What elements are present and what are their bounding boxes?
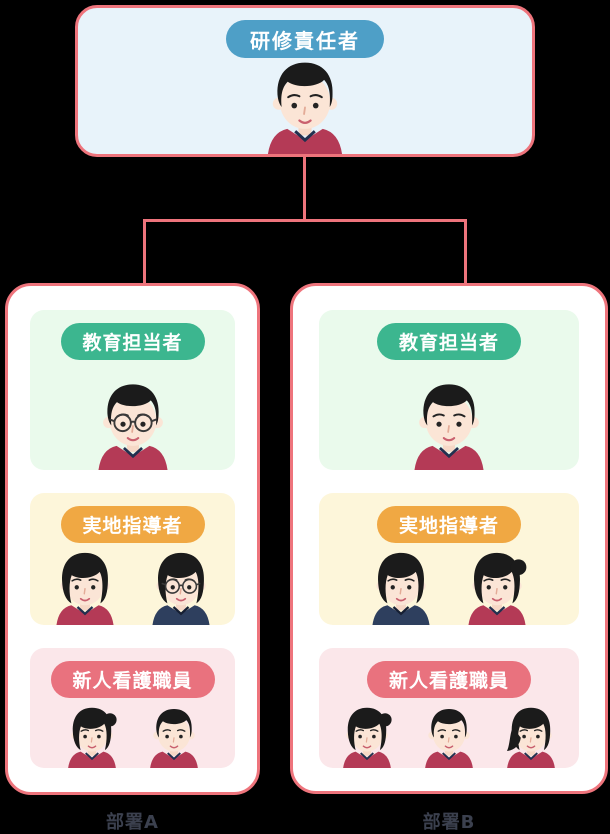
connector-dept-b-stem [464, 221, 467, 283]
man-red-avatar-icon [397, 367, 501, 470]
training-manager-avatar-row [78, 44, 532, 156]
dept-b-instructor-section: 実地指導者 [319, 493, 579, 625]
training-manager-pill: 研修責任者 [226, 20, 384, 58]
dept-a-label: 部署A [106, 812, 159, 833]
man-red-avatar-icon [413, 697, 485, 768]
dept-a-instructor-avatars [30, 540, 235, 625]
newstaff-pill: 新人看護職員 [50, 661, 215, 698]
dept-b-instructor-avatars [319, 540, 579, 625]
dept-b-educator-section: 教育担当者 [319, 310, 579, 470]
educator-pill: 教育担当者 [376, 323, 522, 360]
connector-horizontal [143, 219, 467, 222]
educator-pill: 教育担当者 [60, 323, 205, 360]
dept-b-newstaff-avatars [319, 697, 579, 768]
man-red-avatar-icon [249, 44, 361, 156]
woman-side-red-avatar-icon [495, 697, 567, 768]
dept-a-newstaff-section: 新人看護職員 [30, 648, 235, 768]
glasses-navy-avatar-icon [138, 540, 224, 625]
newstaff-pill: 新人看護職員 [366, 661, 532, 698]
woman-bob-navy-avatar-icon [358, 540, 444, 625]
instructor-pill: 実地指導者 [376, 506, 522, 543]
dept-b-newstaff-section: 新人看護職員 [319, 648, 579, 768]
dept-b-educator-avatars [319, 367, 579, 470]
dept-a-instructor-section: 実地指導者 [30, 493, 235, 625]
woman-bob-red-avatar-icon [42, 540, 128, 625]
dept-a-newstaff-avatars [30, 697, 235, 768]
dept-a-educator-section: 教育担当者 [30, 310, 235, 470]
connector-dept-a-stem [143, 221, 146, 283]
woman-bun-red-avatar-icon [331, 697, 403, 768]
training-manager-box: 研修責任者 [75, 5, 535, 157]
connector-root-stem [303, 156, 306, 220]
dept-b-label: 部署B [422, 812, 476, 833]
woman-bun-red-avatar-icon [56, 697, 128, 768]
man-glasses-red-avatar-icon [81, 367, 185, 470]
dept-a-card: 教育担当者 実地指導者 新人看護職員 [5, 283, 260, 795]
dept-b-card: 教育担当者 実地指導者 新人看護職員 [290, 283, 608, 794]
man-red-avatar-icon [138, 697, 210, 768]
woman-bun-red-avatar-icon [454, 540, 540, 625]
instructor-pill: 実地指導者 [60, 506, 205, 543]
dept-a-educator-avatars [30, 367, 235, 470]
